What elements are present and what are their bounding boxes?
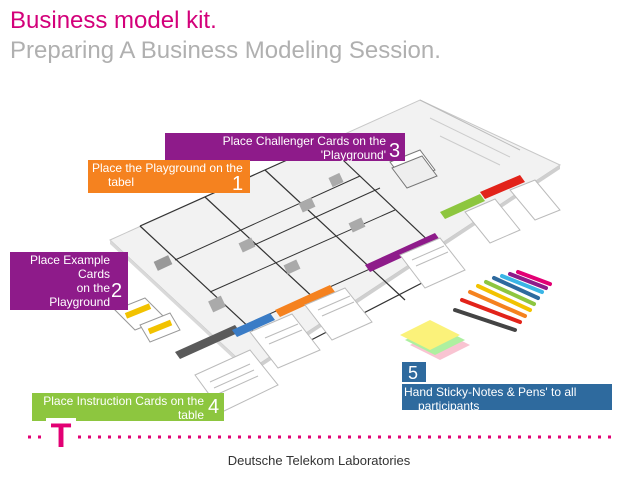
step5-bg bbox=[402, 384, 612, 410]
step2-number: 2 bbox=[111, 280, 123, 302]
instruction-bands bbox=[175, 175, 525, 359]
step4-text-line2: table bbox=[177, 408, 204, 422]
step1-bg bbox=[88, 160, 250, 193]
step3-text-line2: 'Playground' bbox=[320, 148, 386, 162]
step5-label: Hand Sticky-Notes & Pens' to all partici… bbox=[404, 385, 610, 413]
step2-text-line1: Place Example bbox=[29, 253, 110, 267]
step1-number: 1 bbox=[232, 173, 244, 195]
step2-text-line2: Cards bbox=[77, 267, 110, 281]
telekom-logo-letter: T bbox=[50, 417, 72, 455]
step3-label: Place Challenger Cards on the 'Playgroun… bbox=[170, 134, 386, 162]
step3-number: 3 bbox=[389, 140, 401, 162]
step3-text-line1: Place Challenger Cards on the bbox=[222, 134, 386, 148]
step4-text-line1: Place Instruction Cards on the bbox=[43, 394, 204, 408]
step5-text-line2: participants bbox=[418, 399, 480, 413]
step5-text-line1: Hand Sticky-Notes & Pens' to all bbox=[404, 385, 577, 399]
step5-num-bg bbox=[402, 362, 426, 382]
step4-label: Place Instruction Cards on the table bbox=[34, 394, 204, 422]
sticky-notes bbox=[400, 320, 470, 360]
footer-company: Deutsche Telekom Laboratories bbox=[227, 453, 411, 468]
step3-bg bbox=[165, 133, 405, 161]
step1-text-line2: tabel bbox=[108, 175, 135, 189]
page-title: Business model kit. bbox=[10, 7, 217, 34]
step5-number: 5 bbox=[408, 363, 419, 383]
step4-bg bbox=[32, 393, 224, 421]
pens bbox=[453, 270, 552, 332]
step2-text-line3: on the bbox=[76, 281, 110, 295]
step2-text-line4: Playground bbox=[49, 295, 110, 309]
telekom-logo-icon: T bbox=[46, 418, 76, 454]
step2-bg bbox=[10, 252, 128, 310]
step4-number: 4 bbox=[208, 396, 220, 418]
instruction-cards bbox=[194, 179, 561, 413]
step2-label: Place Example Cards on the Playground bbox=[12, 253, 110, 309]
page-subtitle: Preparing A Business Modeling Session. bbox=[10, 37, 441, 64]
step1-label: Place the Playground on the tabel bbox=[92, 161, 248, 189]
step1-text-line1: Place the Playground on the bbox=[92, 161, 243, 175]
